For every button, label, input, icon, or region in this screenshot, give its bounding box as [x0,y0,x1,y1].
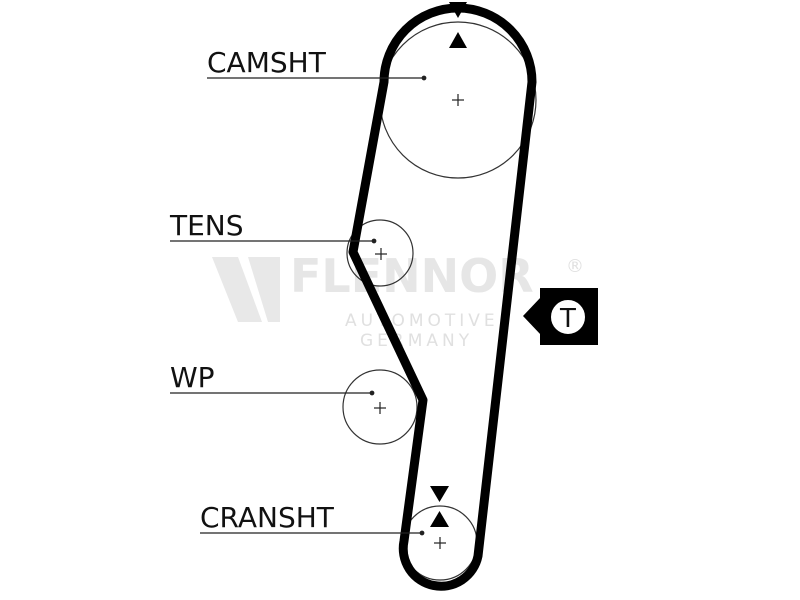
watermark-logo-mark [212,257,262,322]
crankshaft-timing-mark [430,486,449,527]
tension-marker: T [523,288,598,345]
watermark-brand: FLENNOR [290,249,534,303]
camshaft-leader-dot [421,75,427,81]
tension-marker-letter: T [559,304,576,334]
water-pump-leader-dot [369,390,375,396]
crankshaft-leader-dot [419,530,425,536]
tensioner-leader-dot [371,238,377,244]
label-camshaft: CAMSHT [207,46,327,79]
water-pump-pulley [342,369,418,445]
tension-marker-circle [549,298,587,336]
watermark-line1: AUTOMOTIVE [345,311,499,331]
watermark-logo-mark-2 [248,257,280,322]
tension-marker-arrow [523,297,541,335]
crankshaft-center-mark [434,537,446,549]
tensioner-pulley [346,219,414,287]
water-pump-center-mark [374,402,386,414]
watermark-registered: ® [566,256,584,277]
watermark-line2: GERMANY [360,331,473,351]
pulley-center-marks [374,94,464,549]
timing-belt [348,3,537,591]
label-crankshaft: CRANSHT [200,501,335,534]
camshaft-timing-mark [449,2,467,48]
watermark: FLENNOR ® AUTOMOTIVE GERMANY [212,249,584,351]
label-water-pump: WP [170,361,215,394]
tensioner-center-mark [375,248,387,260]
label-tensioner: TENS [169,209,244,242]
camshaft-center-mark [452,94,464,106]
